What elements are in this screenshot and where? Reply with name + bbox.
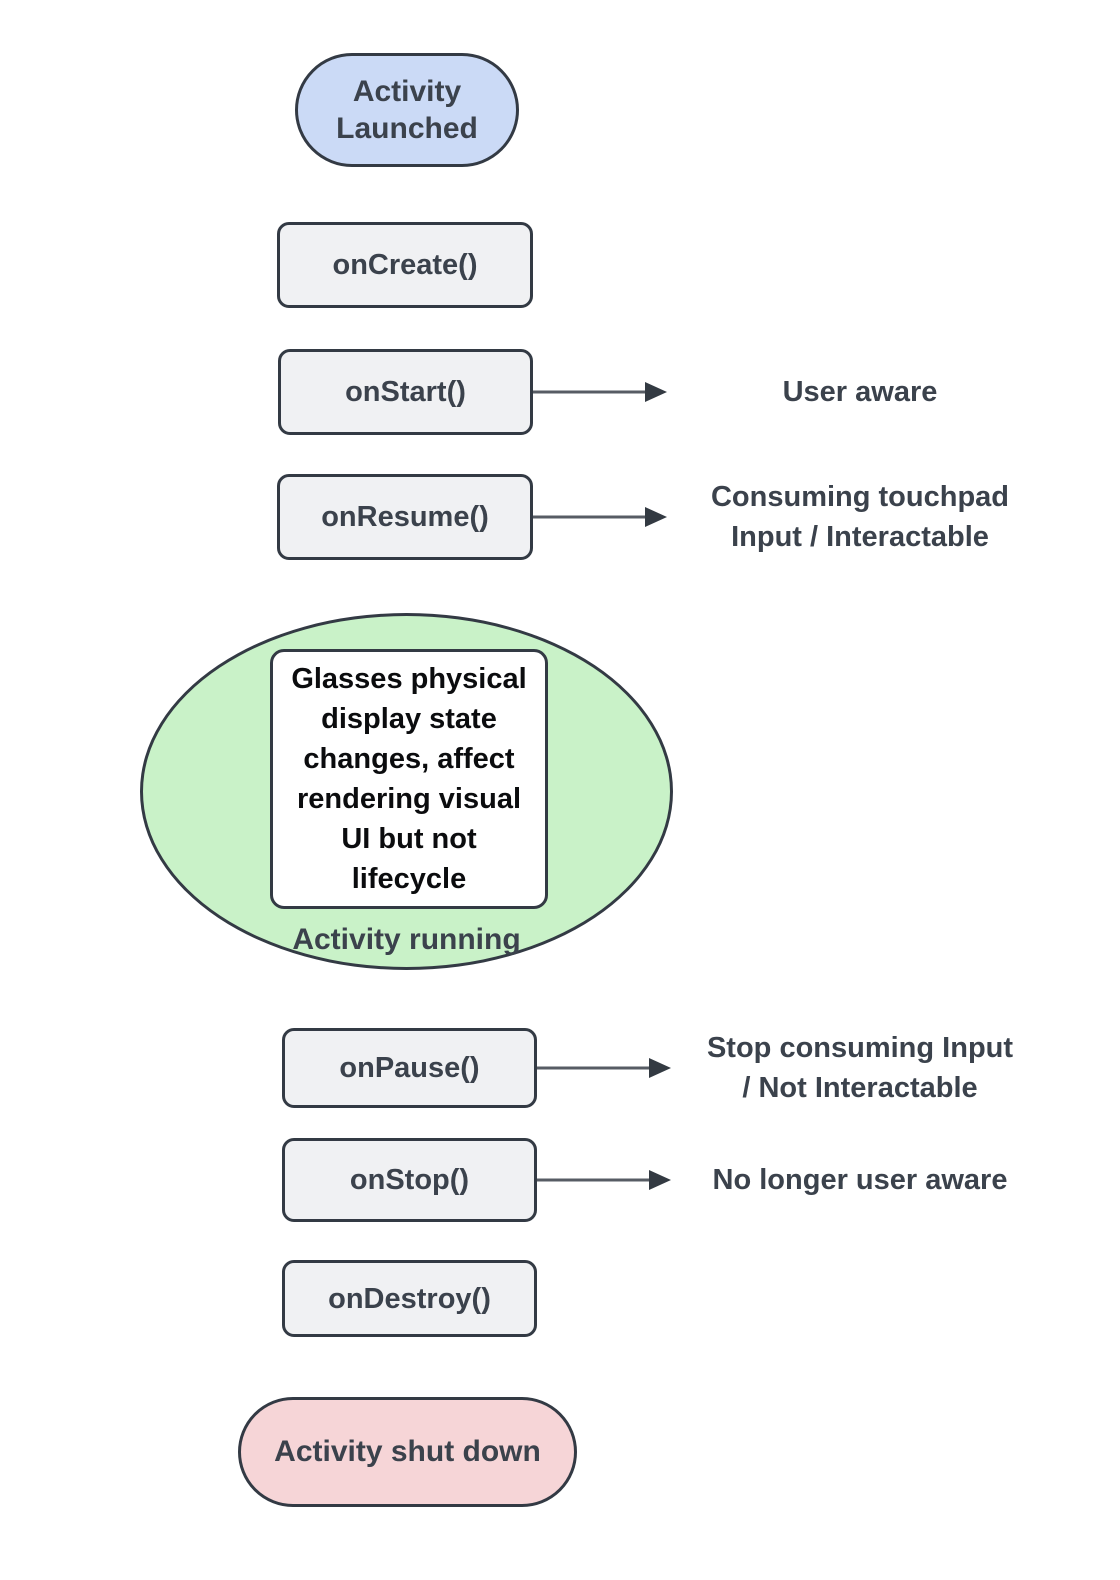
annotation-no-longer-aware: No longer user aware	[688, 1160, 1032, 1200]
node-oncreate: onCreate()	[277, 222, 533, 308]
note-line: Glasses physical	[291, 663, 527, 695]
node-label: onResume()	[321, 501, 489, 533]
annotation-consuming-input: Consuming touchpad Input / Interactable	[688, 477, 1032, 557]
arrow-right-icon	[537, 1170, 671, 1190]
annotation-line: Input / Interactable	[731, 521, 989, 553]
arrow-right-icon	[533, 507, 667, 527]
node-onpause: onPause()	[282, 1028, 537, 1108]
note-line: rendering visual	[296, 783, 521, 815]
arrow-right-icon	[537, 1058, 671, 1078]
note-display-state: Glasses physical display state changes, …	[270, 649, 548, 909]
node-label: Activity	[352, 75, 462, 108]
annotation-line: User aware	[782, 376, 938, 408]
node-onstart: onStart()	[278, 349, 533, 435]
node-label: onDestroy()	[328, 1282, 491, 1315]
annotation-line: / Not Interactable	[742, 1072, 978, 1104]
annotation-line: Stop consuming Input	[706, 1032, 1014, 1064]
node-onstop: onStop()	[282, 1138, 537, 1222]
node-ondestroy: onDestroy()	[282, 1260, 537, 1337]
node-label: onStop()	[349, 1164, 470, 1196]
note-line: changes, affect	[303, 743, 515, 775]
node-activity-running: Glasses physical display state changes, …	[140, 613, 673, 970]
node-label: Activity shut down	[274, 1435, 541, 1468]
annotation-line: No longer user aware	[712, 1164, 1008, 1196]
note-line: lifecycle	[351, 863, 467, 895]
annotation-stop-consuming: Stop consuming Input / Not Interactable	[688, 1028, 1032, 1108]
node-label: onCreate()	[332, 249, 478, 281]
node-label: onStart()	[345, 376, 466, 408]
node-label: onPause()	[339, 1052, 480, 1084]
arrow-right-icon	[533, 382, 667, 402]
annotation-line: Consuming touchpad	[710, 481, 1010, 513]
node-onresume: onResume()	[277, 474, 533, 560]
annotation-user-aware: User aware	[688, 372, 1032, 412]
note-line: display state	[321, 703, 497, 735]
node-label: Launched	[336, 112, 478, 145]
node-activity-launched: Activity Launched	[295, 53, 519, 167]
node-activity-shut-down: Activity shut down	[238, 1397, 577, 1507]
note-line: UI but not	[341, 823, 477, 855]
node-label: Activity running	[292, 923, 521, 956]
